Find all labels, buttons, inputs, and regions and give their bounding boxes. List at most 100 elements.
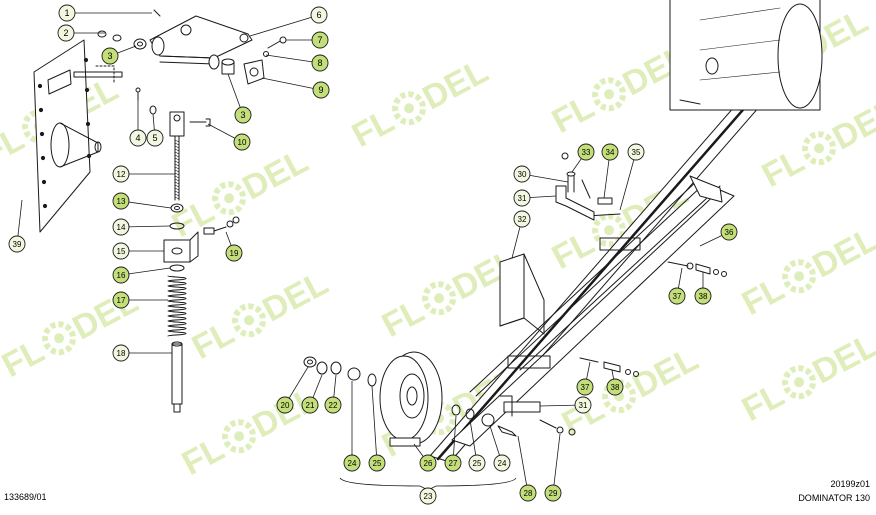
- callout-circle: [225, 244, 243, 262]
- callout-circle: [419, 454, 437, 472]
- callout-circle: [720, 223, 738, 241]
- lever-arm: [149, 9, 253, 70]
- callout-c14: 14: [112, 218, 130, 236]
- callout-number: 37: [673, 292, 682, 301]
- callout-number: 5: [152, 133, 157, 143]
- callout-circle: [368, 454, 386, 472]
- callout-circle: [311, 54, 329, 72]
- callout-circle: [233, 133, 251, 151]
- mounting-plate: [33, 39, 123, 233]
- callout-number: 31: [579, 401, 588, 410]
- callout-c32: 32: [513, 210, 531, 228]
- upright-bracket: [499, 253, 545, 335]
- axle-hardware: [303, 356, 576, 437]
- callout-c6: 6: [310, 6, 328, 24]
- callout-circle: [8, 235, 26, 253]
- callout-circle: [112, 218, 130, 236]
- callout-c8: 8: [311, 54, 329, 72]
- pins-right: [579, 261, 727, 377]
- callout-number: 21: [306, 401, 315, 410]
- callout-circle: [493, 454, 511, 472]
- callout-number: 38: [611, 383, 620, 392]
- callout-number: 15: [117, 247, 126, 256]
- callout-c34: 34: [601, 143, 619, 161]
- callout-circle: [58, 4, 76, 22]
- callout-c20: 20: [276, 396, 294, 414]
- callout-circle: [576, 378, 594, 396]
- callout-c10: 10: [233, 133, 251, 151]
- drawing-code: 20199z01: [830, 479, 870, 489]
- callout-circle: [444, 454, 462, 472]
- callout-number: 4: [135, 133, 140, 143]
- callout-c18: 18: [112, 344, 130, 362]
- leader-line-c28: [517, 435, 529, 494]
- svg-text:DEL: DEL: [807, 220, 876, 285]
- callout-c37b: 37: [576, 378, 594, 396]
- callout-circle: [468, 454, 486, 472]
- callout-circle: [574, 396, 592, 414]
- callout-number: 3: [107, 51, 112, 61]
- callout-number: 16: [117, 271, 126, 280]
- callout-c12: 12: [112, 165, 130, 183]
- callout-circle: [694, 287, 712, 305]
- callout-number: 36: [725, 228, 734, 237]
- callout-c23: 23: [419, 487, 437, 505]
- callout-circle: [234, 106, 252, 124]
- callout-c27: 27: [444, 454, 462, 472]
- callout-number: 35: [632, 148, 641, 157]
- callout-number: 30: [518, 170, 527, 179]
- leader-line-c8: [265, 54, 321, 64]
- callout-number: 37: [581, 383, 590, 392]
- svg-text:DEL: DEL: [237, 142, 315, 207]
- callout-circle: [601, 143, 619, 161]
- leader-line-c6: [249, 14, 320, 37]
- callout-circle: [513, 189, 531, 207]
- callout-number: 27: [449, 459, 458, 468]
- callout-c30: 30: [513, 165, 531, 183]
- drive-drum: [669, 0, 823, 111]
- callout-circle: [513, 165, 531, 183]
- callout-c36: 36: [720, 223, 738, 241]
- callout-c26: 26: [419, 454, 437, 472]
- svg-text:DEL: DEL: [807, 326, 876, 391]
- callout-circle: [112, 192, 130, 210]
- callout-circle: [668, 287, 686, 305]
- callout-number: 25: [473, 459, 482, 468]
- callout-c39: 39: [8, 235, 26, 253]
- callout-c25b: 25: [468, 454, 486, 472]
- leader-line-c29: [552, 433, 561, 494]
- callout-number: 28: [524, 489, 533, 498]
- callout-c24a: 24: [343, 454, 361, 472]
- callout-c25a: 25: [368, 454, 386, 472]
- guide-tube: [171, 341, 183, 413]
- callout-c37a: 37: [668, 287, 686, 305]
- drawing-reference-number: 133689/01: [4, 492, 47, 502]
- callout-circle: [101, 47, 119, 65]
- leader-line-c35: [619, 151, 637, 211]
- callout-number: 23: [424, 492, 433, 501]
- callout-circle: [343, 454, 361, 472]
- callout-number: 3: [240, 110, 245, 120]
- callout-number: 1: [64, 8, 69, 18]
- callout-c28: 28: [519, 484, 537, 502]
- callout-c7: 7: [311, 31, 329, 49]
- callout-number: 22: [329, 401, 338, 410]
- callout-c22: 22: [324, 396, 342, 414]
- callout-circle: [311, 31, 329, 49]
- callout-number: 25: [373, 459, 382, 468]
- callout-circle: [419, 487, 437, 505]
- callout-circle: [112, 165, 130, 183]
- callout-c31b: 31: [574, 396, 592, 414]
- callout-c35: 35: [627, 143, 645, 161]
- callout-number: 18: [117, 349, 126, 358]
- callout-circle: [312, 81, 330, 99]
- callout-number: 17: [117, 296, 126, 305]
- model-name: DOMINATOR 130: [798, 493, 870, 503]
- callout-number: 33: [582, 148, 591, 157]
